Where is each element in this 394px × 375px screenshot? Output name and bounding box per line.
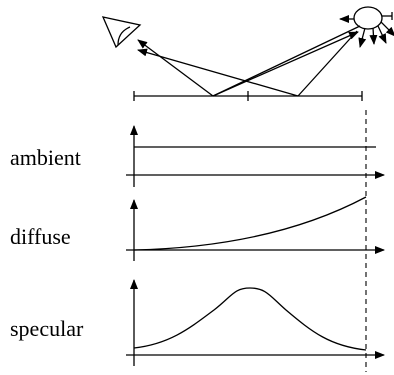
scene: [103, 7, 394, 101]
reflected-ray-3: [213, 32, 358, 96]
ambient-label: ambient: [10, 145, 81, 170]
diffuse-plot: [126, 197, 384, 261]
diffuse-label: diffuse: [10, 224, 71, 249]
eye-icon: [103, 17, 140, 47]
incident-ray-1: [213, 26, 360, 96]
ambient-plot: [126, 126, 384, 187]
specular-curve: [134, 288, 366, 350]
incident-ray-2: [298, 31, 357, 96]
reflected-ray-2: [138, 50, 298, 96]
specular-label: specular: [10, 316, 84, 341]
surface-line: [134, 91, 362, 101]
light-rays: [138, 26, 360, 96]
diffuse-curve: [134, 197, 366, 250]
specular-plot: [126, 280, 384, 366]
